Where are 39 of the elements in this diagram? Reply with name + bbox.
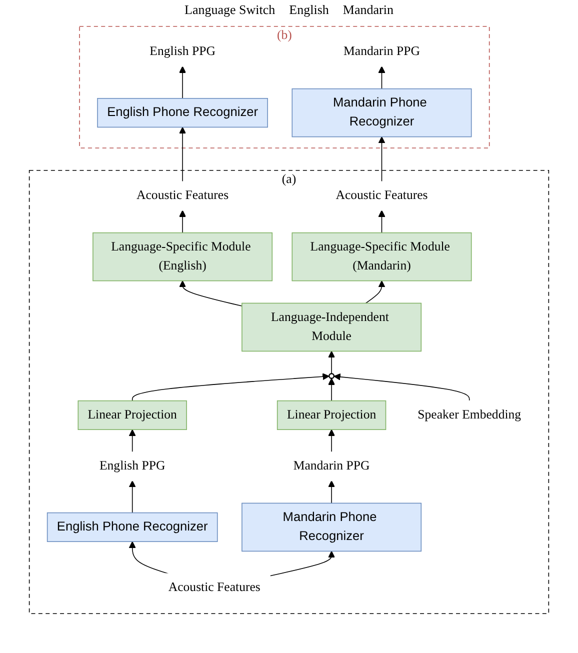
arrow: [179, 210, 186, 234]
node-box: Mandarin Phone Recognizer: [292, 88, 472, 138]
node-box: Language-Independent Module: [242, 302, 422, 352]
arrow: [128, 480, 136, 514]
node-text: Mandarin PPG: [344, 44, 420, 58]
arrow: [128, 429, 136, 452]
arrow: [270, 550, 336, 576]
arrow: [378, 66, 386, 90]
arrow: [378, 210, 386, 234]
arrow: [328, 350, 336, 374]
node-text: Acoustic Features: [136, 188, 229, 202]
note-text: Mandarin: [342, 2, 394, 18]
node-box: Language-Specific Module (English): [92, 232, 273, 282]
arrow: [179, 126, 186, 182]
arrow: [179, 66, 186, 99]
node-box: Linear Projection: [78, 400, 187, 430]
node-box: English Phone Recognizer: [97, 98, 268, 128]
arrow: [378, 136, 386, 182]
arrow: [334, 373, 470, 402]
node-text: English PPG: [150, 44, 216, 58]
node-text: Speaker Embedding: [418, 408, 522, 422]
arrow: [328, 378, 336, 402]
arrow: [128, 541, 169, 574]
arrow: [365, 280, 386, 304]
arrow: [328, 429, 336, 452]
node-circle: [328, 373, 335, 379]
node-box: Language-Specific Module (Mandarin): [292, 232, 472, 282]
node-box: Linear Projection: [276, 400, 386, 430]
arrow: [132, 373, 330, 402]
note-text: English: [289, 2, 329, 18]
arrow: [328, 480, 336, 504]
node-text: Acoustic Features: [168, 580, 260, 594]
arrow: [179, 280, 242, 306]
node-box: Mandarin Phone Recognizer: [242, 502, 422, 552]
node-box: English Phone Recognizer: [46, 512, 218, 542]
note-text: Language Switch: [184, 2, 276, 18]
node-text: Mandarin PPG: [293, 459, 370, 473]
node-text: Acoustic Features: [336, 188, 428, 202]
node-text: English PPG: [99, 459, 166, 473]
